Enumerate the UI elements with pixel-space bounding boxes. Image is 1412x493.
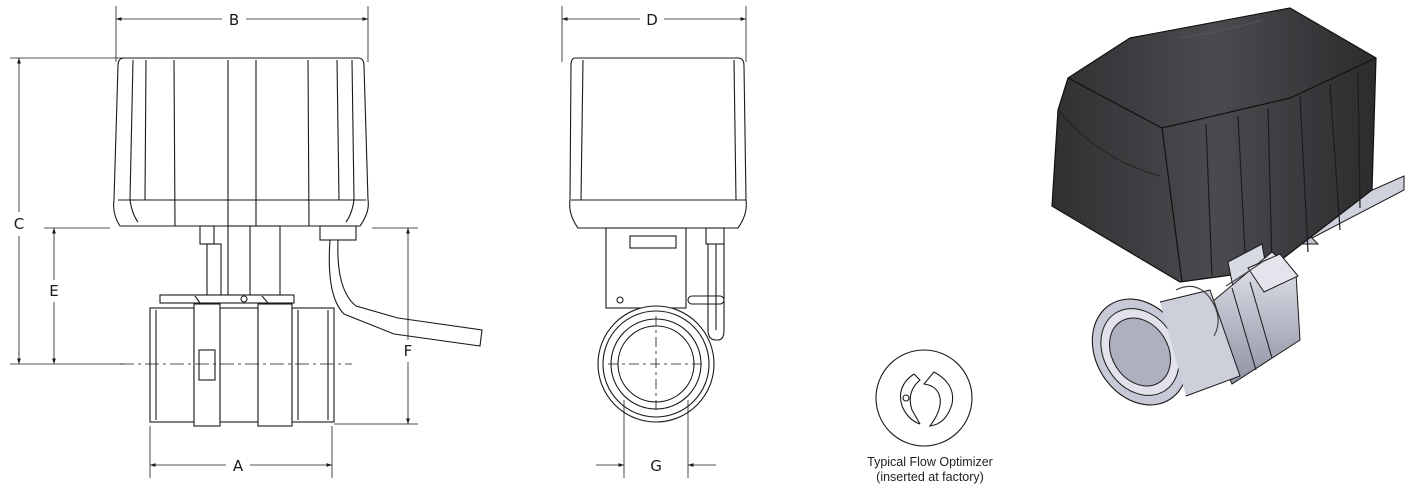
dimension-g-line xyxy=(596,400,716,478)
front-view xyxy=(10,6,483,478)
dimension-a-label: A xyxy=(233,457,244,475)
valve-3d-render xyxy=(1051,7,1405,406)
front-valve-body xyxy=(149,303,335,427)
dimension-c-line xyxy=(10,57,124,365)
dimension-e-line xyxy=(44,227,110,364)
dimension-f-label: F xyxy=(404,342,413,360)
dimension-b-label: B xyxy=(229,11,239,29)
dimension-d-line xyxy=(561,6,747,62)
dimension-b-line xyxy=(115,6,369,62)
front-stem-bracket xyxy=(159,225,483,347)
flow-optimizer-icon xyxy=(875,349,973,447)
side-actuator-cap xyxy=(569,57,747,229)
flow-optimizer-caption: Typical Flow Optimizer (inserted at fact… xyxy=(820,455,1040,485)
caption-line-2: (inserted at factory) xyxy=(876,470,984,484)
front-actuator-cap xyxy=(113,57,369,227)
dimension-d-label: D xyxy=(646,11,658,29)
side-valve-body xyxy=(597,305,715,423)
dimension-c-label: C xyxy=(14,215,24,233)
dimension-e-label: E xyxy=(49,282,58,300)
side-view xyxy=(561,6,747,478)
dimension-f-line xyxy=(334,227,418,425)
dimension-a-line xyxy=(149,426,333,478)
caption-line-1: Typical Flow Optimizer xyxy=(867,455,993,469)
dimension-g-label: G xyxy=(650,457,662,475)
